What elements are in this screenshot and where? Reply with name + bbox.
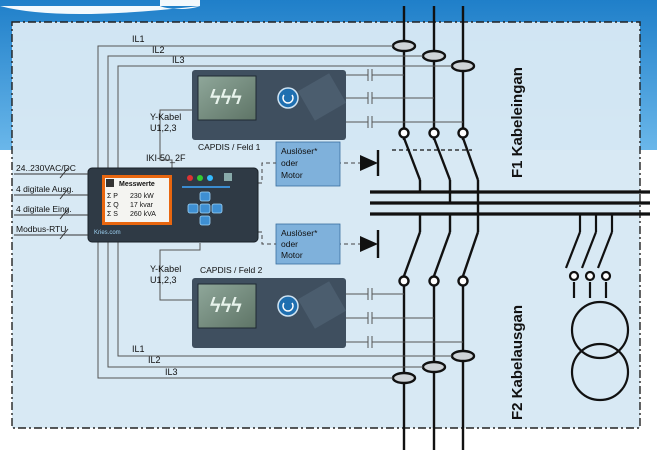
ct-wires-top xyxy=(97,45,452,182)
ykabel2-line2: U1,2,3 xyxy=(150,275,177,285)
ct-label-il3-top: IL3 xyxy=(172,55,185,65)
trip-control-lines xyxy=(258,162,276,245)
io-bus-label: Modbus-RTU xyxy=(16,224,66,234)
iki-brand: Kries.com xyxy=(94,230,121,236)
iki-row-sym-0: Σ P xyxy=(107,193,118,200)
panel-border xyxy=(11,21,641,429)
trip-bottom-line2: oder xyxy=(281,239,298,249)
iki-led-red xyxy=(187,175,193,181)
trip-box-top: Auslöser* oder Motor xyxy=(275,141,341,187)
io-outputs-label: 4 digitale Ausg. xyxy=(16,184,74,194)
trip-top-line3: Motor xyxy=(281,170,303,180)
ct-label-il1-top: IL1 xyxy=(132,34,145,44)
iki-screen-title: Messwerte xyxy=(119,181,155,188)
ct-label-il1-bottom: IL1 xyxy=(132,344,145,354)
iki-row-val-1: 17 kvar xyxy=(130,202,154,209)
trip-bottom-line3: Motor xyxy=(281,250,303,260)
capdis2-lightning-icon: ϟϟϟ xyxy=(210,295,242,317)
trip-bottom-line1: Auslöser* xyxy=(281,228,318,238)
ct-label-il2-bottom: IL2 xyxy=(148,355,161,365)
switch-feld2 xyxy=(398,214,480,287)
header-logo-fragment xyxy=(0,0,200,14)
iki-led-blue xyxy=(207,175,213,181)
iki-model-label: IKI-50_2F xyxy=(146,153,186,163)
io-wires xyxy=(14,167,88,240)
capdis1-label: CAPDIS / Feld 1 xyxy=(198,142,261,152)
transformer-symbol xyxy=(564,214,630,402)
switch-feld1 xyxy=(392,127,480,214)
iki-row-val-0: 230 kW xyxy=(130,193,154,200)
y-cable-wires xyxy=(159,109,201,301)
trip-top-line2: oder xyxy=(281,158,298,168)
iki-row-sym-1: Σ Q xyxy=(107,202,119,209)
ct-wires-bottom xyxy=(97,240,452,379)
capdis1-lightning-icon: ϟϟϟ xyxy=(210,87,242,109)
ykabel2-line1: Y-Kabel xyxy=(150,264,181,274)
iki-50-device: Messwerte Σ P 230 kW Σ Q 17 kvar Σ S 260… xyxy=(87,167,259,243)
iki-led-green xyxy=(197,175,203,181)
trip-box-bottom: Auslöser* oder Motor xyxy=(275,223,341,265)
io-power-label: 24..230VAC/DC xyxy=(16,163,76,173)
iki-home-icon xyxy=(106,179,114,187)
capdis-device-feld2: ϟϟϟ CAPDIS / Feld 2 xyxy=(192,265,347,348)
field1-label: F1 Kabeleingan xyxy=(509,67,526,178)
capdis2-knob-icon xyxy=(277,295,299,317)
field2-label: F2 Kabelausgan xyxy=(509,305,526,420)
capdis1-knob-icon xyxy=(277,87,299,109)
capacitor-dividers-bottom xyxy=(346,288,463,348)
ykabel1-line1: Y-Kabel xyxy=(150,112,181,122)
ct-label-il3-bottom: IL3 xyxy=(165,367,178,377)
capdis2-label: CAPDIS / Feld 2 xyxy=(200,265,263,275)
capdis-device-feld1: ϟϟϟ CAPDIS / Feld 1 xyxy=(192,70,347,152)
ct-label-il2-top: IL2 xyxy=(152,45,165,55)
io-inputs-label: 4 digitale Eing. xyxy=(16,204,72,214)
iki-row-sym-2: Σ S xyxy=(107,211,118,218)
iki-key-top-right xyxy=(224,173,232,181)
iki-keypad xyxy=(187,191,223,226)
ykabel1-line2: U1,2,3 xyxy=(150,123,177,133)
busbars xyxy=(370,190,650,216)
trip-top-line1: Auslöser* xyxy=(281,146,318,156)
iki-row-val-2: 260 kVA xyxy=(130,211,156,218)
capacitor-dividers-top xyxy=(346,69,463,128)
